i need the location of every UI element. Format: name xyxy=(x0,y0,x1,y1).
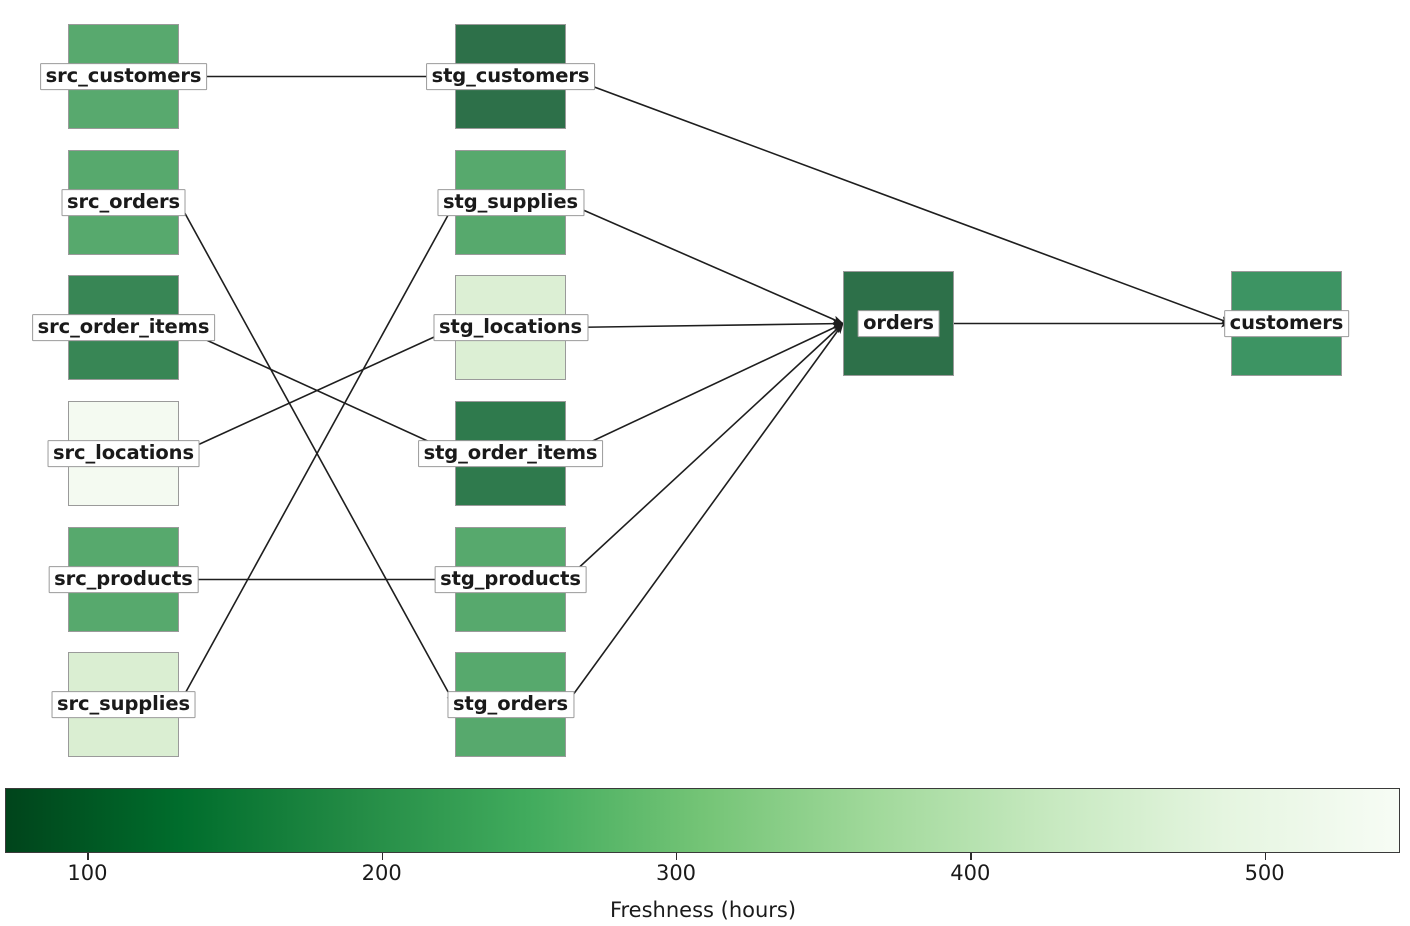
edge-stg_order_items-to-orders xyxy=(565,322,844,455)
node-label-src_products: src_products xyxy=(48,565,199,594)
node-label-stg_order_items: stg_order_items xyxy=(417,439,604,468)
colorbar-gradient xyxy=(5,788,1400,853)
edge-stg_products-to-orders xyxy=(565,322,844,581)
edge-stg_locations-to-orders xyxy=(565,319,844,329)
node-label-src_customers: src_customers xyxy=(39,62,208,91)
edge-src_order_items-to-stg_order_items xyxy=(178,326,456,455)
colorbar-tick-100 xyxy=(87,853,89,860)
edge-stg_orders-to-orders xyxy=(565,322,844,705)
node-label-stg_supplies: stg_supplies xyxy=(436,188,585,217)
colorbar-tick-label-200: 200 xyxy=(361,861,402,885)
edge-src_locations-to-stg_locations xyxy=(178,326,456,455)
colorbar[interactable]: 100 200 300 400 500 xyxy=(5,788,1400,885)
node-label-src_order_items: src_order_items xyxy=(31,313,216,342)
colorbar-tick-label-400: 400 xyxy=(950,861,991,885)
colorbar-tick-label-300: 300 xyxy=(655,861,697,885)
colorbar-tick-300 xyxy=(676,853,678,860)
colorbar-tick-label-100: 100 xyxy=(67,861,108,885)
colorbar-tick-200 xyxy=(381,853,384,860)
node-label-stg_customers: stg_customers xyxy=(425,62,596,91)
edge-src_supplies-to-stg_supplies xyxy=(178,201,456,705)
node-label-stg_products: stg_products xyxy=(434,565,587,594)
node-label-stg_locations: stg_locations xyxy=(432,313,589,342)
node-label-src_supplies: src_supplies xyxy=(51,690,196,719)
node-label-src_orders: src_orders xyxy=(61,188,186,217)
colorbar-axis-label: Freshness (hours) xyxy=(609,898,797,922)
colorbar-tick-label-500: 500 xyxy=(1244,861,1285,885)
node-label-stg_orders: stg_orders xyxy=(446,690,575,719)
node-label-orders: orders xyxy=(857,309,940,338)
node-label-src_locations: src_locations xyxy=(47,439,200,468)
edge-stg_supplies-to-orders xyxy=(565,201,844,325)
edge-src_orders-to-stg_orders xyxy=(178,202,456,706)
colorbar-tick-500 xyxy=(1264,853,1266,860)
node-label-customers: customers xyxy=(1223,309,1350,338)
colorbar-tick-400 xyxy=(970,853,972,860)
